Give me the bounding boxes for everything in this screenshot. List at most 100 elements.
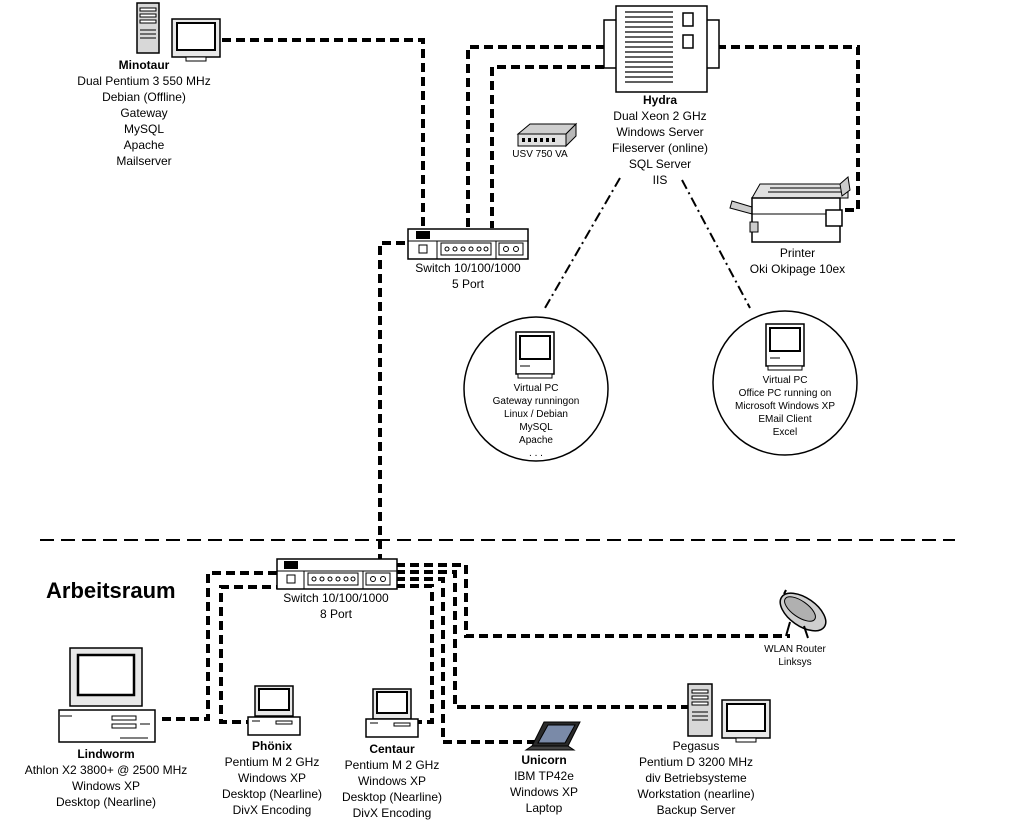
- vpc1-label: Virtual PC Gateway runningon Linux / Deb…: [476, 382, 596, 460]
- centaur-name: Centaur: [369, 742, 415, 756]
- centaur-spec: Pentium M 2 GHz: [344, 758, 440, 772]
- switch-top-spec: 5 Port: [451, 277, 484, 291]
- cable-switch-unicorn: [396, 577, 535, 744]
- switch-5-port-icon: [407, 228, 529, 260]
- virtual-pc-1-mac-icon: [515, 331, 555, 379]
- lindworm-desktop-icon: [58, 647, 156, 743]
- printer-icon: [729, 176, 851, 243]
- wlan-router-icon: [779, 589, 827, 639]
- cable-hydra-switch-1: [466, 45, 605, 228]
- centaur-desktop-icon: [365, 688, 419, 738]
- hydra-spec: Windows Server: [616, 125, 704, 139]
- printer-spec: Oki Okipage 10ex: [749, 262, 846, 276]
- vpc1-spec: MySQL: [519, 422, 553, 433]
- centaur-label: Centaur Pentium M 2 GHz Windows XP Deskt…: [330, 741, 454, 821]
- hydra-name: Hydra: [642, 93, 677, 107]
- lindworm-spec: Desktop (Nearline): [55, 795, 157, 809]
- cable-hydra-printer: [717, 45, 860, 212]
- phoenix-spec: DivX Encoding: [232, 803, 312, 817]
- minotaur-label: Minotaur Dual Pentium 3 550 MHz Debian (…: [54, 57, 234, 169]
- vpc1-spec: Virtual PC: [513, 383, 559, 394]
- pegasus-spec: div Betriebsysteme: [645, 771, 747, 785]
- minotaur-tower-icon: [136, 2, 160, 54]
- pegasus-spec: Backup Server: [656, 803, 736, 817]
- phoenix-spec: Pentium M 2 GHz: [224, 755, 320, 769]
- pegasus-monitor-icon: [721, 699, 771, 743]
- link-hydra-vpc1: [544, 177, 621, 309]
- cable-switch-pegasus: [396, 570, 688, 709]
- centaur-spec: Windows XP: [357, 774, 427, 788]
- printer-spec: Printer: [779, 246, 816, 260]
- pegasus-spec: Workstation (nearline): [637, 787, 755, 801]
- vpc1-spec: Linux / Debian: [504, 409, 568, 420]
- link-hydra-vpc2: [681, 179, 751, 309]
- minotaur-spec: MySQL: [123, 122, 164, 136]
- unicorn-name: Unicorn: [521, 753, 567, 767]
- usv-name: USV 750 VA: [512, 149, 568, 160]
- minotaur-spec: Mailserver: [116, 154, 172, 168]
- pegasus-spec: Pegasus: [672, 739, 720, 753]
- cable-hydra-switch-2: [490, 65, 604, 228]
- virtual-pc-2-bubble: [712, 310, 858, 456]
- vpc2-spec: EMail Client: [758, 414, 812, 425]
- switch-top-spec: Switch 10/100/1000: [415, 261, 521, 275]
- minotaur-name: Minotaur: [118, 58, 170, 72]
- lindworm-spec: Windows XP: [71, 779, 141, 793]
- vpc2-spec: Excel: [772, 427, 798, 438]
- switch-bottom-spec: Switch 10/100/1000: [283, 591, 389, 605]
- vpc1-spec: Gateway runningon: [492, 396, 580, 407]
- hydra-label: Hydra Dual Xeon 2 GHz Windows Server Fil…: [580, 92, 740, 188]
- cable-minotaur-switch: [222, 38, 425, 230]
- unicorn-spec: IBM TP42e: [514, 769, 574, 783]
- unicorn-label: Unicorn IBM TP42e Windows XP Laptop: [494, 752, 594, 816]
- pegasus-spec: Pentium D 3200 MHz: [638, 755, 754, 769]
- hydra-spec: Fileserver (online): [611, 141, 709, 155]
- hydra-spec: SQL Server: [628, 157, 692, 171]
- hydra-spec: IIS: [652, 173, 668, 187]
- phoenix-name: Phönix: [251, 739, 292, 753]
- centaur-spec: Desktop (Nearline): [341, 790, 443, 804]
- vpc1-spec: . . .: [529, 448, 543, 459]
- phoenix-desktop-icon: [247, 685, 301, 736]
- phoenix-label: Phönix Pentium M 2 GHz Windows XP Deskto…: [210, 738, 334, 818]
- printer-label: Printer Oki Okipage 10ex: [725, 245, 870, 277]
- minotaur-spec: Debian (Offline): [102, 90, 186, 104]
- hydra-server-icon: [603, 5, 720, 93]
- usv-label: USV 750 VA: [500, 148, 580, 161]
- pegasus-tower-icon: [687, 683, 713, 737]
- lindworm-name: Lindworm: [77, 747, 135, 761]
- vpc2-spec: Microsoft Windows XP: [734, 401, 836, 412]
- phoenix-spec: Windows XP: [237, 771, 307, 785]
- switch-8-port-icon: [276, 558, 398, 590]
- lindworm-spec: Athlon X2 3800+ @ 2500 MHz: [24, 763, 188, 777]
- unicorn-spec: Windows XP: [509, 785, 579, 799]
- vpc2-spec: Office PC running on: [738, 388, 832, 399]
- wlan-spec: WLAN Router: [764, 644, 826, 655]
- minotaur-spec: Dual Pentium 3 550 MHz: [77, 74, 211, 88]
- switch-bottom-spec: 8 Port: [319, 607, 352, 621]
- cable-switch-lindworm: [158, 571, 277, 721]
- switch-top-label: Switch 10/100/1000 5 Port: [398, 260, 538, 292]
- virtual-pc-2-mac-icon: [765, 323, 805, 371]
- centaur-spec: DivX Encoding: [352, 806, 432, 820]
- cable-switch-phoenix: [219, 585, 285, 724]
- unicorn-laptop-icon: [524, 721, 581, 751]
- unicorn-spec: Laptop: [525, 801, 563, 815]
- virtual-pc-1-bubble: [463, 316, 609, 462]
- cable-switch-wlan: [396, 563, 790, 638]
- area-title: Arbeitsraum: [46, 578, 176, 603]
- minotaur-spec: Apache: [123, 138, 165, 152]
- cable-switch-switch: [378, 241, 405, 560]
- pegasus-label: Pegasus Pentium D 3200 MHz div Betriebsy…: [616, 738, 776, 818]
- vpc2-label: Virtual PC Office PC running on Microsof…: [720, 374, 850, 439]
- lindworm-label: Lindworm Athlon X2 3800+ @ 2500 MHz Wind…: [8, 746, 204, 810]
- vpc2-spec: Virtual PC: [762, 375, 808, 386]
- minotaur-monitor-icon: [171, 18, 221, 62]
- wlan-label: WLAN Router Linksys: [750, 643, 840, 669]
- wlan-spec: Linksys: [778, 657, 812, 668]
- phoenix-spec: Desktop (Nearline): [221, 787, 323, 801]
- cable-switch-centaur: [396, 584, 434, 724]
- switch-bottom-label: Switch 10/100/1000 8 Port: [266, 590, 406, 622]
- minotaur-spec: Gateway: [120, 106, 168, 120]
